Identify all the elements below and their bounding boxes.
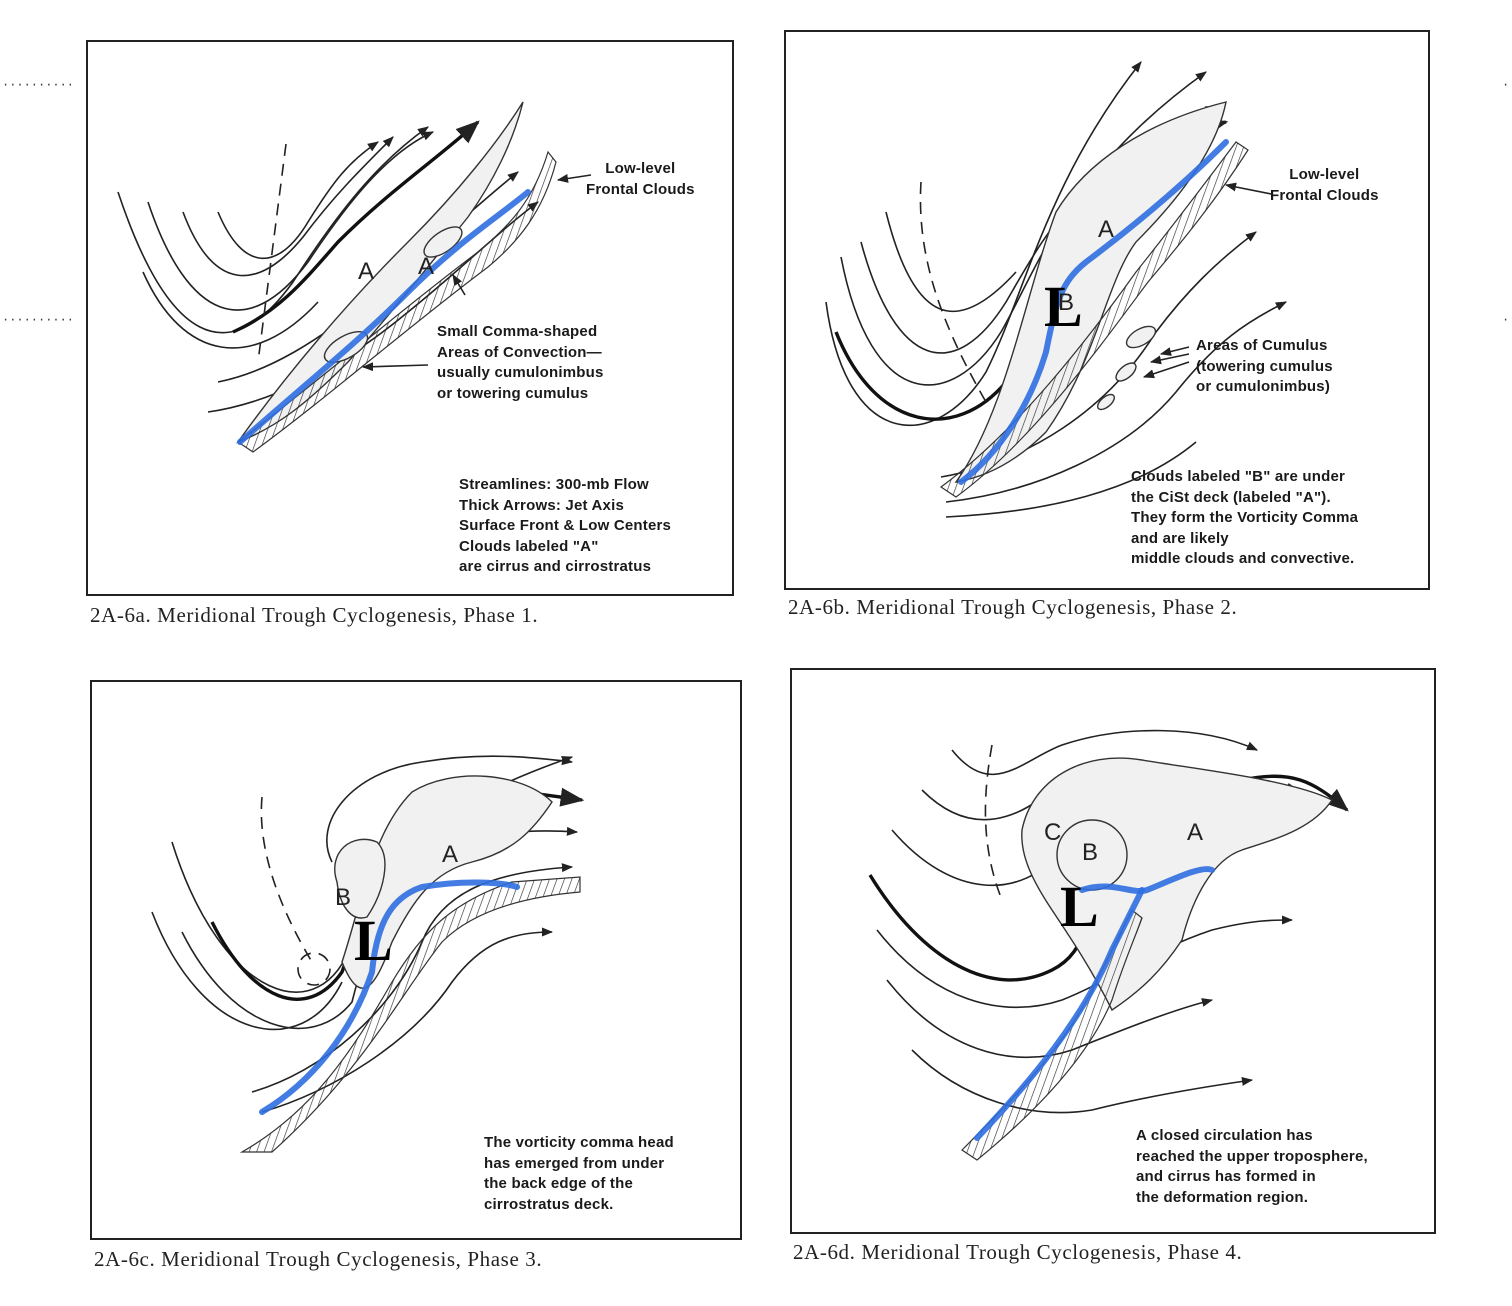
caption-phase-2: 2A-6b. Meridional Trough Cyclogenesis, P… [788, 595, 1238, 619]
cirrus-cloud-band [954, 101, 1227, 483]
cloud-label: C [1044, 819, 1061, 846]
pointer-arrow [556, 174, 592, 183]
note-low-level-frontal-clouds: Low-level Frontal Clouds [586, 160, 695, 198]
cloud-label: A [358, 258, 374, 285]
caption-phase-3: 2A-6c. Meridional Trough Cyclogenesis, P… [94, 1247, 543, 1271]
streamline [911, 1049, 1254, 1114]
cloud-label: A [1187, 819, 1203, 846]
trough-axis [984, 744, 1003, 901]
cloud-label: A [1098, 216, 1114, 243]
streamline [217, 141, 379, 260]
cloud-label: A [418, 253, 434, 280]
comma-head-cloud [334, 838, 386, 919]
streamline [825, 61, 1142, 427]
frontal-cloud-band [939, 141, 1249, 498]
cloud-label: B [335, 884, 351, 911]
phase-4-diagram: A B C L [868, 729, 1349, 1161]
streamline [886, 979, 1214, 1059]
phase-2-diagram: A B L [825, 61, 1288, 518]
surface-front [237, 189, 531, 445]
legend-phase-3: The vorticity comma head has emerged fro… [484, 1134, 674, 1213]
streamline [151, 911, 343, 1031]
panel-phase-4: A B C L A closed circulation has reached… [790, 668, 1436, 1234]
legend-phase-1: Streamlines: 300-mb Flow Thick Arrows: J… [459, 476, 672, 575]
phase-3-diagram: A B L [151, 755, 585, 1153]
frontal-cloud-band [239, 876, 581, 1153]
cirrus-cloud-band [341, 775, 553, 989]
pointer-arrow [1142, 361, 1190, 379]
panel-phase-1: A A Low-level Frontal Clouds Small Comma… [86, 40, 734, 596]
cloud-label: B [1058, 289, 1074, 316]
low-center: L [1060, 874, 1099, 939]
note-areas-of-cumulus: Areas of Cumulus (towering cumulus or cu… [1196, 337, 1333, 395]
jet-axis [232, 120, 480, 334]
trough-axis [257, 143, 287, 363]
pointer-arrow [1224, 182, 1272, 195]
low-center: L [1044, 274, 1083, 339]
streamline [326, 755, 574, 863]
panel-phase-2: A B L Low-level Frontal Clouds Areas of … [784, 30, 1430, 590]
streamline [945, 301, 1288, 503]
phase-1-diagram: A A [117, 101, 592, 453]
cloud-label: B [1082, 839, 1098, 866]
pointer-arrow [361, 362, 429, 372]
page-edge-marks-right-mid: · [1502, 313, 1510, 327]
pointer-arrow [1159, 346, 1190, 356]
caption-phase-1: 2A-6a. Meridional Trough Cyclogenesis, P… [90, 603, 539, 627]
low-center: L [354, 908, 393, 973]
surface-front [1079, 866, 1215, 894]
panel-phase-3: A B L The vorticity comma head has emerg… [90, 680, 742, 1240]
surface-front [974, 887, 1145, 1141]
convection-cell [1125, 325, 1157, 349]
pointer-arrow [1149, 353, 1190, 365]
note-comma-convection: Small Comma-shaped Areas of Convection— … [437, 323, 604, 402]
caption-phase-4: 2A-6d. Meridional Trough Cyclogenesis, P… [793, 1240, 1243, 1264]
streamline [147, 131, 435, 311]
surface-front [958, 139, 1229, 485]
frontal-cloud-band [236, 150, 557, 453]
streamline [117, 126, 429, 334]
page-edge-marks-left-top: ·········· [2, 78, 75, 92]
streamline [885, 211, 1017, 313]
cloud-label: A [442, 841, 458, 868]
streamline [142, 271, 319, 349]
page-edge-marks-right-top: · [1502, 78, 1510, 92]
convection-cell [1115, 362, 1137, 382]
legend-phase-2: Clouds labeled "B" are under the CiSt de… [1131, 468, 1359, 567]
streamline [945, 441, 1197, 518]
pointer-arrow [452, 274, 466, 296]
closed-low-contour [297, 952, 331, 986]
convection-cell [423, 226, 463, 258]
surface-front [259, 879, 520, 1115]
trough-axis [919, 181, 987, 403]
streamline [182, 136, 394, 277]
page-edge-marks-left-mid: ·········· [2, 313, 75, 327]
streamline [951, 729, 1259, 776]
note-low-level-frontal-clouds: Low-level Frontal Clouds [1270, 166, 1379, 204]
convection-cell [1096, 393, 1116, 411]
trough-axis [260, 796, 313, 963]
legend-phase-4: A closed circulation has reached the upp… [1136, 1127, 1368, 1206]
